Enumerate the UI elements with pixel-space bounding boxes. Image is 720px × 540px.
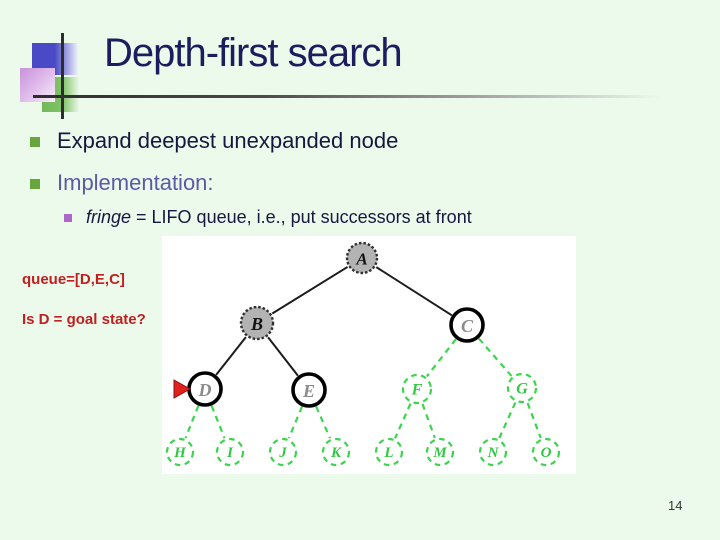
bullet-square-icon xyxy=(30,179,40,189)
tree-node-label-N: N xyxy=(487,445,500,461)
tree-edge-A-B xyxy=(271,266,349,315)
tree-node-label-M: M xyxy=(432,445,447,461)
tree-node-M xyxy=(425,437,455,467)
title-underline xyxy=(33,95,688,98)
tree-edge-D-I xyxy=(210,405,226,439)
tree-node-J xyxy=(268,437,298,467)
tree-edge-B-D xyxy=(215,336,247,376)
tree-edge-E-K xyxy=(315,406,332,439)
tree-node-F xyxy=(401,373,433,405)
tree-node-label-F: F xyxy=(411,382,423,399)
tree-edge-D-H xyxy=(184,405,200,439)
tree-node-label-C: C xyxy=(461,316,474,336)
tree-node-L xyxy=(374,437,404,467)
tree-node-label-G: G xyxy=(516,381,528,398)
tree-node-label-L: L xyxy=(383,445,393,461)
tree-node-label-H: H xyxy=(173,445,187,461)
fringe-rest: = LIFO queue, i.e., put successors at fr… xyxy=(131,207,472,227)
sub-bullet-fringe: fringe = LIFO queue, i.e., put successor… xyxy=(86,207,472,228)
tree-node-B xyxy=(239,305,275,341)
tree-edge-E-J xyxy=(287,406,304,439)
tree-backdrop xyxy=(162,236,576,474)
tree-node-label-D: D xyxy=(198,380,212,400)
tree-edge-B-E xyxy=(267,336,299,377)
tree-node-C xyxy=(449,307,485,343)
tree-node-label-K: K xyxy=(330,445,342,461)
tree-node-label-J: J xyxy=(278,445,287,461)
tree-edge-C-F xyxy=(425,338,457,378)
queue-annotation: queue=[D,E,C] xyxy=(22,271,125,288)
tree-node-O xyxy=(531,437,561,467)
tree-node-E xyxy=(291,372,327,408)
tree-edge-C-G xyxy=(478,337,513,377)
fringe-italic: fringe xyxy=(86,207,132,227)
bullet-implementation: Implementation: xyxy=(57,170,214,195)
deco-vertical-line xyxy=(61,33,64,119)
tree-node-G xyxy=(506,372,538,404)
current-node-pointer-icon xyxy=(173,379,192,399)
tree-node-H xyxy=(165,437,195,467)
tree-node-label-O: O xyxy=(541,445,552,461)
tree-node-label-B: B xyxy=(250,314,263,334)
goal-state-question: Is D = goal state? xyxy=(22,311,146,328)
bullet-square-icon xyxy=(30,137,40,147)
slide-title: Depth-first search xyxy=(104,31,403,75)
tree-node-A xyxy=(345,241,379,275)
sub-bullet-square-icon xyxy=(64,214,72,222)
tree-node-K xyxy=(321,437,351,467)
tree-node-I xyxy=(215,437,245,467)
bullet-expand: Expand deepest unexpanded node xyxy=(57,128,399,153)
tree-edge-A-C xyxy=(375,266,453,317)
tree-node-label-I: I xyxy=(226,445,234,461)
tree-node-N xyxy=(478,437,508,467)
tree-node-label-E: E xyxy=(302,381,315,401)
tree-node-label-A: A xyxy=(355,250,367,269)
page-number: 14 xyxy=(668,498,683,513)
